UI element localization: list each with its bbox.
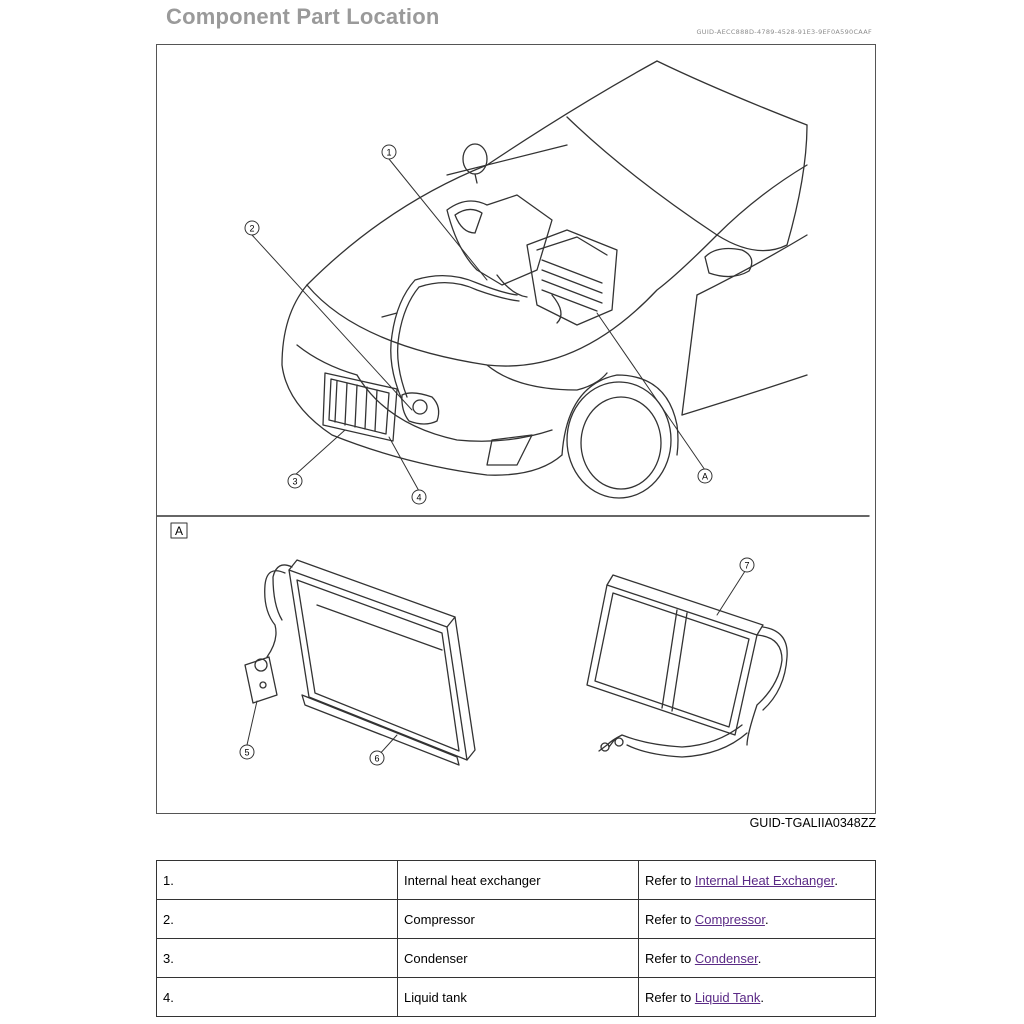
part-name: Internal heat exchanger <box>397 860 639 900</box>
car-drawing <box>281 60 808 499</box>
callout-text-1: 1 <box>386 148 391 158</box>
component-figure: A 1 2 3 4 A 5 6 7 <box>156 44 876 814</box>
condenser-link[interactable]: Condenser <box>694 950 758 966</box>
heater-core-drawing <box>586 574 788 758</box>
callout-2 <box>244 220 260 236</box>
condenser-in-car <box>322 372 398 442</box>
refrigerant-pipes <box>381 275 520 401</box>
part-number: 3. <box>156 938 398 978</box>
callout-text-5: 5 <box>244 748 249 758</box>
callout-text-4: 4 <box>416 493 421 503</box>
liquid-tank-in-car <box>401 392 440 425</box>
part-name: Condenser <box>397 938 639 978</box>
callout-text-6: 6 <box>374 754 379 764</box>
part-name: Compressor <box>397 899 639 939</box>
callout-4 <box>411 489 427 505</box>
callout-6 <box>369 750 385 766</box>
detail-box <box>170 522 188 539</box>
callout-text-7: 7 <box>744 561 749 571</box>
part-reference: Refer to Internal Heat Exchanger. <box>638 860 876 900</box>
callouts <box>239 144 755 766</box>
hvac-module <box>446 194 618 326</box>
part-number: 1. <box>156 860 398 900</box>
callout-A <box>697 468 713 484</box>
figure-guid: GUID-TGALIIA0348ZZ <box>749 816 876 830</box>
detail-label: A <box>175 524 183 538</box>
table-row: 4. Liquid tank Refer to Liquid Tank. <box>156 977 876 1017</box>
callout-5 <box>239 744 255 760</box>
part-reference: Refer to Condenser. <box>638 938 876 978</box>
parts-table: 1. Internal heat exchanger Refer to Inte… <box>156 860 876 1017</box>
refer-suffix: . <box>757 950 762 966</box>
refer-text: Refer to <box>645 989 695 1005</box>
callout-text-2: 2 <box>249 224 254 234</box>
table-row: 2. Compressor Refer to Compressor. <box>156 899 876 939</box>
compressor-link[interactable]: Compressor <box>694 911 765 927</box>
internal-heat-exchanger-link[interactable]: Internal Heat Exchanger <box>694 872 835 888</box>
callout-text-A: A <box>702 472 708 482</box>
refer-suffix: . <box>834 872 838 888</box>
liquid-tank-link[interactable]: Liquid Tank <box>694 989 761 1005</box>
part-name: Liquid tank <box>397 977 639 1017</box>
refer-text: Refer to <box>645 872 695 888</box>
table-row: 1. Internal heat exchanger Refer to Inte… <box>156 860 876 900</box>
detail-leader-lines <box>246 567 748 758</box>
callout-1 <box>381 144 397 160</box>
part-number: 2. <box>156 899 398 939</box>
callout-text-3: 3 <box>292 477 297 487</box>
part-reference: Refer to Liquid Tank. <box>638 977 876 1017</box>
part-number: 4. <box>156 977 398 1017</box>
refer-text: Refer to <box>645 911 695 927</box>
refer-text: Refer to <box>645 950 695 966</box>
header-guid: GUID-AECC888D-4789-4528-91E3-9EF0A590CAA… <box>696 28 872 36</box>
refer-suffix: . <box>764 911 769 927</box>
refer-suffix: . <box>760 989 765 1005</box>
component-illustration: A 1 2 3 4 A 5 6 7 <box>157 60 870 766</box>
callout-7 <box>739 557 755 573</box>
table-row: 3. Condenser Refer to Condenser. <box>156 938 876 978</box>
leader-lines <box>251 158 706 492</box>
evaporator-drawing <box>244 559 476 766</box>
part-reference: Refer to Compressor. <box>638 899 876 939</box>
page-title: Component Part Location <box>166 4 440 29</box>
callout-3 <box>287 473 303 489</box>
